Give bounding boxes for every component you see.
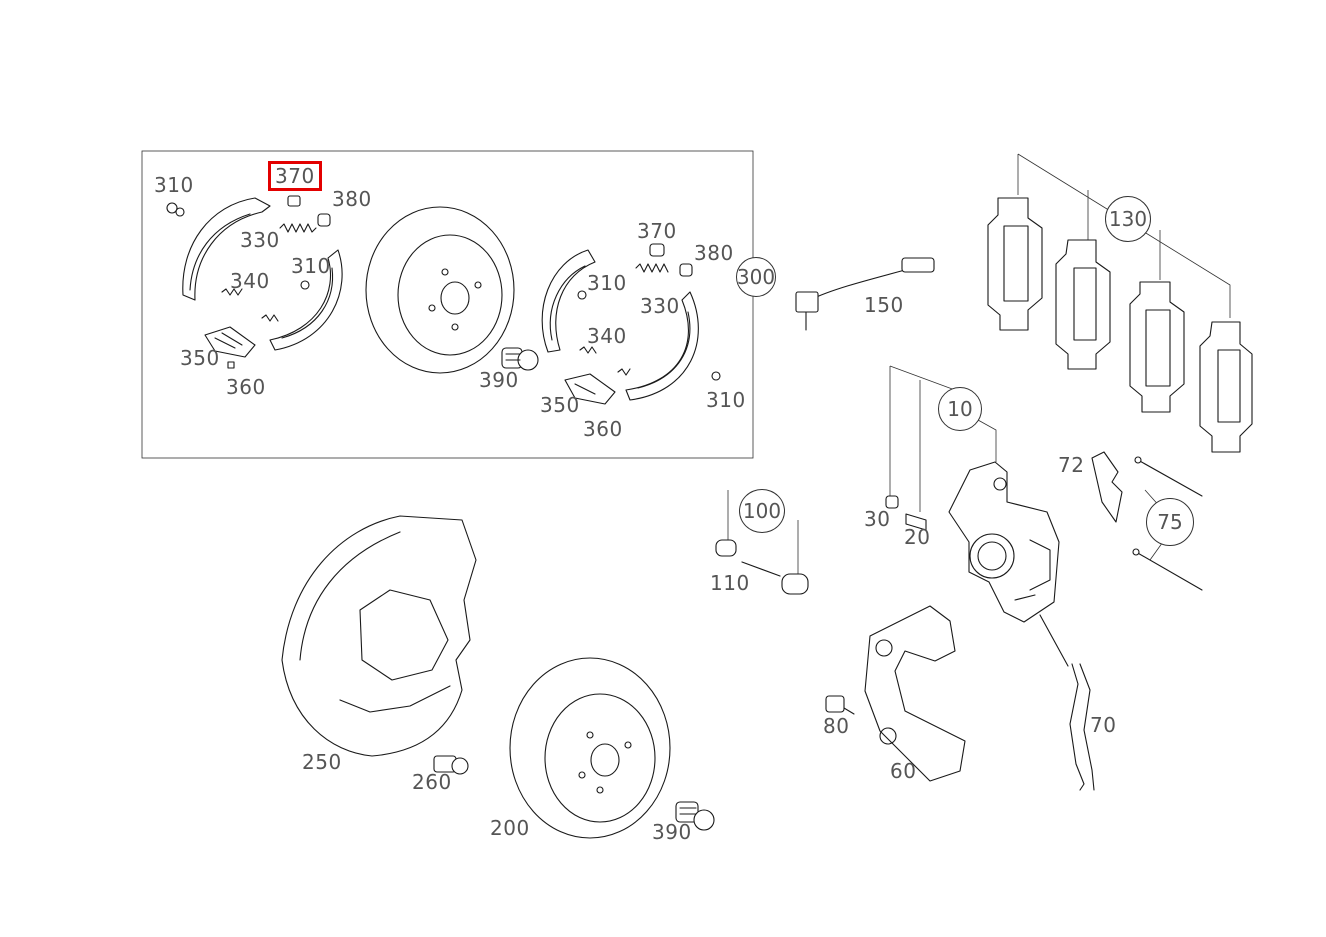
label-340[interactable]: 340 [230,269,270,293]
right-springs[interactable] [577,243,721,381]
right-brake-shoe-lower[interactable] [625,291,699,401]
left-springs[interactable] [166,195,331,322]
label-200[interactable]: 200 [490,816,530,840]
left-brake-shoe-upper[interactable] [182,197,271,301]
carrier-bolt[interactable] [825,695,855,715]
label-70[interactable]: 70 [1090,713,1117,737]
label-340[interactable]: 340 [587,324,627,348]
shield-bolt[interactable] [433,755,469,775]
parking-brake-kit-frame [141,150,754,459]
label-310[interactable]: 310 [706,388,746,412]
guide-pins[interactable] [1132,456,1203,591]
label-370[interactable]: 370 [637,219,677,243]
brake-pads[interactable] [987,197,1253,453]
label-260[interactable]: 260 [412,770,452,794]
callout-300[interactable]: 300 [736,257,776,297]
left-adjuster[interactable] [204,326,256,369]
label-350[interactable]: 350 [180,346,220,370]
label-60[interactable]: 60 [890,759,917,783]
label-250[interactable]: 250 [302,750,342,774]
label-330[interactable]: 330 [240,228,280,252]
label-390[interactable]: 390 [652,820,692,844]
label-310[interactable]: 310 [587,271,627,295]
label-30[interactable]: 30 [864,507,891,531]
label-380[interactable]: 380 [694,241,734,265]
label-330[interactable]: 330 [640,294,680,318]
label-150[interactable]: 150 [864,293,904,317]
left-brake-shoe-lower[interactable] [269,249,343,351]
label-360[interactable]: 360 [226,375,266,399]
anti-rattle-spring[interactable] [1069,663,1095,791]
caliper-carrier[interactable] [864,605,966,782]
right-adjuster[interactable] [564,373,616,405]
brake-caliper[interactable] [948,461,1069,667]
label-350[interactable]: 350 [540,393,580,417]
pad-retaining-clip[interactable] [1091,451,1123,523]
label-310[interactable]: 310 [154,173,194,197]
caliper-guide-kit[interactable] [715,539,809,595]
callout-10[interactable]: 10 [938,387,982,431]
callout-130[interactable]: 130 [1105,196,1151,242]
label-370-highlighted[interactable]: 370 [268,161,322,191]
bolt-390-lower[interactable] [675,801,715,831]
bleed-screw[interactable] [905,513,927,531]
callout-75[interactable]: 75 [1146,498,1194,546]
dust-shield[interactable] [281,515,477,757]
label-380[interactable]: 380 [332,187,372,211]
parking-brake-disc[interactable] [365,206,515,374]
label-360[interactable]: 360 [583,417,623,441]
label-72[interactable]: 72 [1058,453,1085,477]
label-390[interactable]: 390 [479,368,519,392]
right-brake-shoe-upper[interactable] [541,249,596,353]
bolt-390-upper[interactable] [501,347,539,371]
wear-sensor[interactable] [795,257,935,331]
brake-disc[interactable] [509,657,671,839]
label-20[interactable]: 20 [904,525,931,549]
label-310[interactable]: 310 [291,254,331,278]
bleed-screw-cap[interactable] [885,495,899,509]
label-110[interactable]: 110 [710,571,750,595]
callout-100[interactable]: 100 [739,489,785,533]
label-80[interactable]: 80 [823,714,850,738]
